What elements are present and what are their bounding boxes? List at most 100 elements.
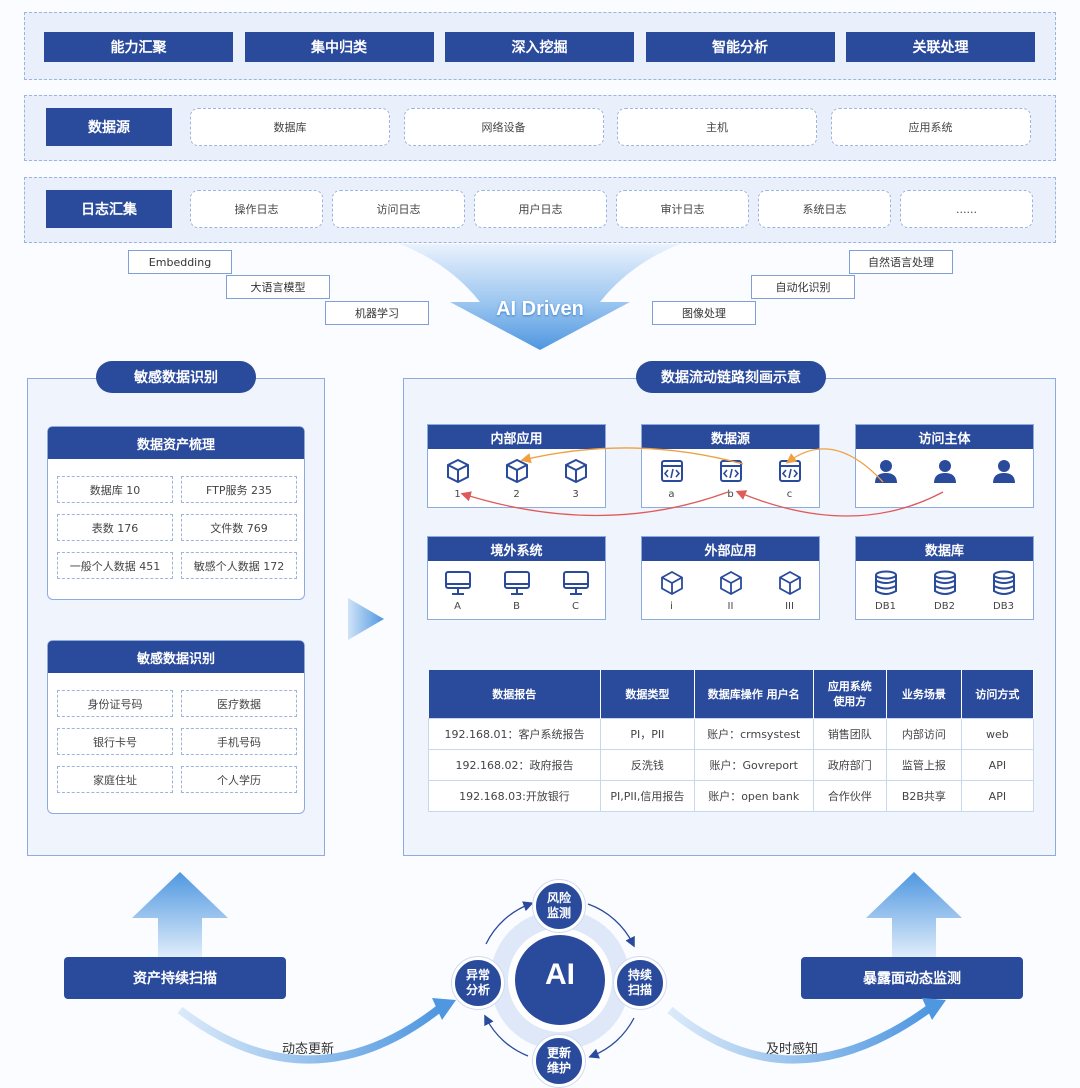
log-item-4: 系统日志: [758, 190, 891, 228]
continuous-scan-node: 持续 扫描: [614, 957, 666, 1009]
flow-node-item: B: [503, 570, 531, 613]
table-cell: 监管上报: [886, 749, 962, 781]
report-table-wrap: 数据报告数据类型数据库操作 用户名应用系统 使用方业务场景访问方式 192.16…: [428, 670, 1035, 812]
left-panel-title: 敏感数据识别: [96, 361, 256, 393]
flow-node-title: 数据源: [642, 425, 819, 449]
flow-node-3: 境外系统 A B C: [427, 536, 606, 620]
flow-node-item: [932, 458, 958, 501]
monitor-icon: [562, 570, 590, 599]
datasource-label: 数据源: [46, 108, 172, 146]
monitor-icon: [444, 570, 472, 599]
flow-node-item: 2: [504, 458, 530, 501]
flow-node-item-label: 2: [513, 489, 520, 500]
table-header-1: 数据类型: [600, 670, 695, 719]
table-cell: web: [960, 718, 1035, 750]
flow-node-item-label: II: [727, 601, 734, 612]
cube-icon: [504, 458, 530, 487]
asset-cells-4: 一般个人数据 451: [57, 552, 173, 579]
flow-node-item: i: [660, 570, 684, 613]
tag-nlp: 自然语言处理: [849, 250, 953, 274]
table-header-5: 访问方式: [961, 670, 1035, 719]
capability-2: 深入挖掘: [445, 32, 634, 62]
cube-outline-icon: [778, 570, 802, 599]
cube-icon: [563, 458, 589, 487]
flow-node-item: 3: [563, 458, 589, 501]
flow-node-title: 外部应用: [642, 537, 819, 561]
dynamic-update-caption: 动态更新: [282, 1042, 335, 1057]
user-icon: [873, 458, 899, 487]
sens-cells-2: 银行卡号: [57, 728, 173, 755]
datasource-item-2: 主机: [617, 108, 817, 146]
capability-0: 能力汇聚: [44, 32, 233, 62]
anomaly-analysis-node: 异常 分析: [452, 957, 504, 1009]
log-item-1: 访问日志: [332, 190, 465, 228]
monitor-icon: [503, 570, 531, 599]
flow-node-item: DB3: [992, 570, 1016, 613]
table-cell: 账户：crmsystest: [693, 718, 814, 750]
asset-scan-button[interactable]: 资产持续扫描: [64, 957, 286, 999]
flow-node-title: 境外系统: [428, 537, 605, 561]
table-cell: 合作伙伴: [812, 780, 888, 812]
risk-monitor-node: 风险 监测: [533, 880, 585, 932]
table-cell: 192.168.02：政府报告: [428, 749, 601, 781]
ai-funnel-arrow: [400, 244, 680, 350]
table-cell: PI,PII,信用报告: [599, 780, 695, 812]
ai-core-label: AI: [545, 958, 575, 991]
table-header-4: 业务场景: [886, 670, 962, 719]
table-header-2: 数据库操作 用户名: [694, 670, 814, 719]
flow-node-item-label: i: [670, 601, 673, 612]
tag-ml: 机器学习: [325, 301, 429, 325]
flow-node-item-label: B: [513, 601, 520, 612]
database-icon: [933, 570, 957, 599]
flow-node-item-label: C: [572, 601, 579, 612]
database-icon: [874, 570, 898, 599]
flow-node-item-label: c: [786, 489, 793, 500]
asset-cells-5: 敏感个人数据 172: [181, 552, 297, 579]
flow-node-item: a: [659, 458, 685, 501]
sensitive-card-title: 敏感数据识别: [48, 641, 304, 673]
log-item-5: ......: [900, 190, 1033, 228]
report-table: 数据报告数据类型数据库操作 用户名应用系统 使用方业务场景访问方式 192.16…: [428, 670, 1035, 812]
sens-cells-1: 医疗数据: [181, 690, 297, 717]
cube-icon: [445, 458, 471, 487]
sens-cells-5: 个人学历: [181, 766, 297, 793]
flow-node-item-label: 1: [454, 489, 461, 500]
update-maintain-node: 更新 维护: [533, 1035, 585, 1087]
table-cell: 内部访问: [886, 718, 962, 750]
table-cell: API: [960, 780, 1035, 812]
flow-node-item-label: 3: [572, 489, 579, 500]
datasource-item-1: 网络设备: [403, 108, 604, 146]
capability-3: 智能分析: [645, 32, 835, 62]
flow-node-item: DB2: [933, 570, 957, 613]
flow-node-item-label: DB3: [993, 601, 1014, 612]
table-cell: API: [960, 749, 1035, 781]
table-cell: PI，PII: [599, 718, 695, 750]
right-panel-title: 数据流动链路刻画示意: [636, 361, 826, 393]
datasource-item-0: 数据库: [190, 108, 390, 146]
asset-cells-0: 数据库 10: [57, 476, 173, 503]
up-arrow-left-icon: [132, 872, 228, 962]
asset-card-title: 数据资产梳理: [48, 427, 304, 459]
user-icon: [932, 458, 958, 487]
user-icon: [991, 458, 1017, 487]
flow-node-item: III: [778, 570, 802, 613]
log-item-3: 审计日志: [616, 190, 749, 228]
asset-cells-3: 文件数 769: [181, 514, 297, 541]
exposure-monitor-button[interactable]: 暴露面动态监测: [801, 957, 1023, 999]
flow-node-item: b: [718, 458, 744, 501]
capability-1: 集中归类: [244, 32, 434, 62]
flow-node-item: [991, 458, 1017, 501]
logs-label: 日志汇集: [46, 190, 172, 228]
table-cell: 账户：open bank: [693, 780, 814, 812]
code-window-icon: [718, 458, 744, 487]
flow-node-icons: 1 2 3: [428, 449, 605, 501]
database-icon: [992, 570, 1016, 599]
table-cell: 账户：Govreport: [693, 749, 814, 781]
flow-node-item: A: [444, 570, 472, 613]
